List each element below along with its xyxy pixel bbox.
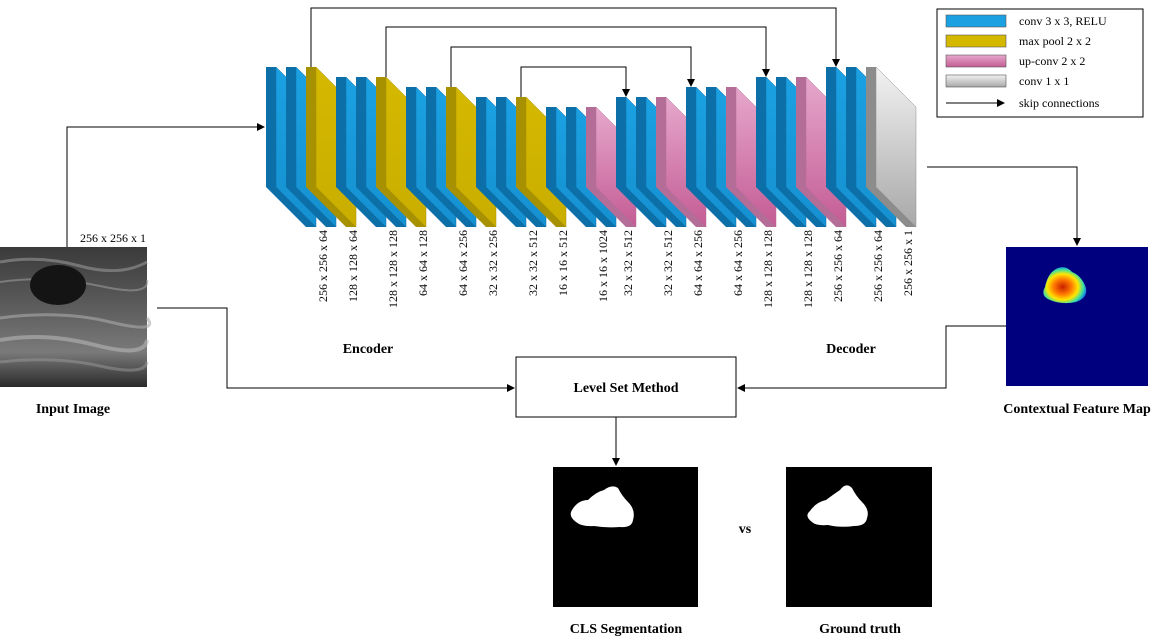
dimension-labels: 256 x 256 x 64 128 x 128 x 64 128 x 128 x … — [316, 230, 915, 308]
legend-swatch-conv — [945, 14, 1007, 28]
legend-swatch-pool — [945, 34, 1007, 48]
dimension-label: 32 x 32 x 256 — [486, 230, 500, 296]
skip-connection-1 — [310, 7, 840, 67]
vs-label: vs — [739, 522, 752, 537]
legend-skip-label: skip connections — [1019, 96, 1100, 110]
feature-map-to-level-set-arrow — [737, 325, 1006, 392]
dimension-label: 128 x 128 x 128 — [386, 230, 400, 308]
dimension-label: 64 x 64 x 256 — [456, 230, 470, 296]
decoder-label: Decoder — [826, 342, 876, 357]
skip-connection-3 — [450, 46, 695, 87]
dimension-label: 64 x 64 x 256 — [731, 230, 745, 296]
dimension-label: 256 x 256 x 64 — [871, 230, 885, 302]
dimension-label: 64 x 64 x 256 — [691, 230, 705, 296]
contextual-feature-map — [1006, 247, 1148, 386]
level-set-box — [515, 356, 737, 418]
dimension-label: 32 x 32 x 512 — [526, 230, 540, 296]
segmentation-caption: CLS Segmentation — [570, 622, 683, 637]
network-blocks — [266, 66, 917, 228]
dimension-label: 128 x 128 x 128 — [801, 230, 815, 308]
input-image-caption: Input Image — [36, 402, 110, 417]
feature-map-caption: Contextual Feature Map — [1003, 402, 1151, 417]
legend-label-upconv: up-conv 2 x 2 — [1019, 54, 1085, 68]
dimension-label: 128 x 128 x 64 — [346, 230, 360, 302]
dimension-label: 32 x 32 x 512 — [621, 230, 635, 296]
dimension-label: 128 x 128 x 128 — [761, 230, 775, 308]
ground-truth-caption: Ground truth — [819, 622, 901, 637]
ground-truth-image — [786, 467, 932, 607]
input-to-level-set-arrow — [157, 307, 515, 392]
dimension-label: 16 x 16 x 1024 — [596, 230, 610, 302]
dimension-label: 256 x 256 x 64 — [831, 230, 845, 302]
skip-connections — [310, 7, 840, 97]
dimension-label: 256 x 256 x 1 — [901, 230, 915, 296]
legend-label-pool: max pool 2 x 2 — [1019, 34, 1091, 48]
skip-connection-4 — [520, 66, 630, 97]
input-image — [0, 247, 152, 387]
legend: conv 3 x 3, RELU max pool 2 x 2 up-conv 2 … — [936, 8, 1144, 118]
dimension-label: 256 x 256 x 64 — [316, 230, 330, 302]
legend-swatch-upconv — [945, 54, 1007, 68]
decoder-to-feature-map-arrow — [927, 166, 1081, 246]
dimension-label: 32 x 32 x 512 — [661, 230, 675, 296]
encoder-label: Encoder — [343, 342, 394, 357]
level-set-label: Level Set Method — [574, 381, 679, 396]
cls-segmentation-image — [553, 467, 698, 607]
conv1x1-block — [866, 66, 917, 228]
legend-label-conv1x1: conv 1 x 1 — [1019, 74, 1069, 88]
legend-swatch-conv1x1 — [945, 74, 1007, 88]
dimension-label: 16 x 16 x 512 — [556, 230, 570, 296]
input-size-label: 256 x 256 x 1 — [80, 231, 146, 245]
skip-connection-2 — [385, 26, 770, 77]
dimension-label: 64 x 64 x 128 — [416, 230, 430, 296]
input-to-encoder-arrow — [66, 123, 265, 247]
legend-label-conv: conv 3 x 3, RELU — [1019, 14, 1107, 28]
